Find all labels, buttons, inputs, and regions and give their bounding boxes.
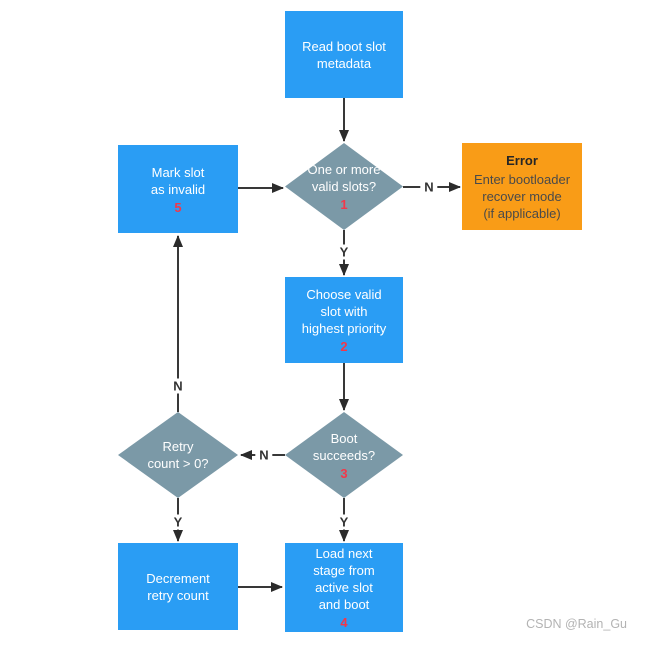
error-title: Error	[506, 152, 538, 168]
step-number: 2	[340, 339, 348, 354]
node-label: Boot succeeds?	[312, 430, 376, 463]
node-mark-slot-as-invalid: Mark slot as invalid 5	[118, 145, 238, 233]
node-one-or-more-valid-slots: One or more valid slots? 1	[285, 143, 403, 230]
node-label: Choose valid slot with highest priority	[301, 287, 387, 336]
step-number: 5	[174, 199, 182, 215]
node-label: Read boot slot metadata	[302, 38, 386, 71]
node-error-bootloader-recover: Error Enter bootloader recover mode (if …	[462, 143, 582, 230]
step-number: 4	[340, 615, 348, 630]
node-label: One or more valid slots?	[307, 162, 381, 194]
node-label: Retry count > 0?	[147, 439, 209, 471]
node-retry-count: Retry count > 0?	[118, 412, 238, 498]
watermark: CSDN @Rain_Gu	[526, 617, 627, 631]
edge-label-retry-yes: Y	[169, 514, 187, 530]
edge-label-boot-yes: Y	[335, 514, 353, 530]
node-label: Mark slot as invalid	[150, 164, 206, 197]
step-number: 1	[340, 197, 348, 212]
node-label: Decrement retry count	[146, 570, 210, 603]
node-read-boot-slot-metadata: Read boot slot metadata	[285, 11, 403, 98]
edge-label-retry-no: N	[169, 378, 187, 394]
node-choose-valid-slot: Choose valid slot with highest priority …	[285, 277, 403, 363]
node-decrement-retry-count: Decrement retry count	[118, 543, 238, 630]
node-label: Load next stage from active slot and boo…	[313, 546, 375, 612]
node-load-next-stage: Load next stage from active slot and boo…	[285, 543, 403, 632]
edge-label-valid-slots-no: N	[420, 179, 438, 195]
node-boot-succeeds: Boot succeeds? 3	[285, 412, 403, 498]
edge-label-valid-slots-yes: Y	[335, 244, 353, 260]
node-label: Enter bootloader recover mode (if applic…	[473, 171, 571, 221]
edge-label-boot-no: N	[255, 447, 273, 463]
step-number: 3	[340, 465, 348, 481]
